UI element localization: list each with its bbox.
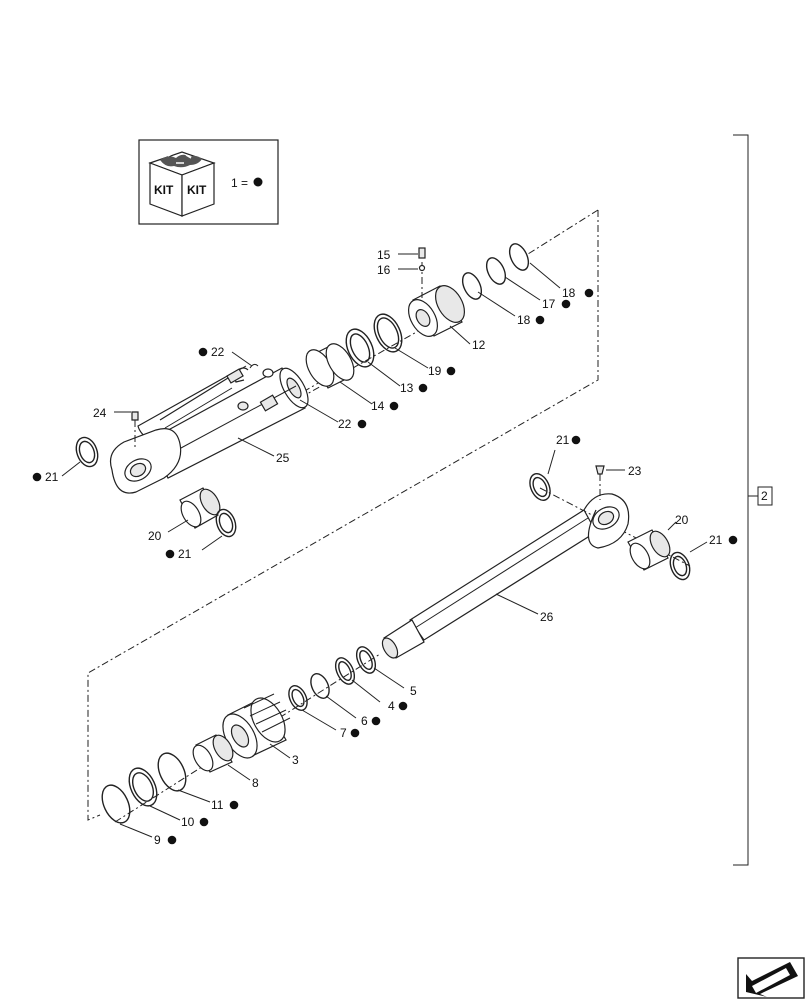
seal-ring-part-21-right [669, 551, 691, 581]
kit-dot-21-lower [165, 549, 175, 559]
kit-dots [32, 288, 738, 845]
seal-ring-part-21-left [75, 436, 99, 468]
callout-23: 23 [628, 464, 642, 478]
kit-legend-equation: 1 = [231, 176, 248, 190]
callout-26: 26 [540, 610, 554, 624]
kit-dot-4 [398, 701, 408, 711]
callout-8: 8 [252, 776, 259, 790]
callout-18-lower: 18 [517, 313, 531, 327]
callout-6: 6 [361, 714, 368, 728]
kit-dot-17 [561, 299, 571, 309]
callout-15: 15 [377, 248, 391, 262]
callout-25: 25 [276, 451, 290, 465]
callout-4: 4 [388, 699, 395, 713]
kit-dot-6 [371, 716, 381, 726]
kit-dot-10 [199, 817, 209, 827]
kit-box-icon: KIT KIT [148, 151, 216, 217]
kit-dot-13 [418, 383, 428, 393]
callout-17: 17 [542, 297, 556, 311]
assembly-bracket: 2 [733, 134, 773, 866]
seal-ring-part-19 [373, 313, 403, 353]
kit-dot-21-rod [571, 435, 581, 445]
callout-21-rod: 21 [556, 433, 570, 447]
kit-dot-19 [446, 366, 456, 376]
callout-14: 14 [371, 399, 385, 413]
kit-dot-18-lower [535, 315, 545, 325]
callout-20-right: 20 [675, 513, 689, 527]
callout-9: 9 [154, 833, 161, 847]
callout-24: 24 [93, 406, 107, 420]
seal-ring-part-7 [288, 685, 308, 711]
kit-text-left: KIT [154, 183, 174, 197]
plug-part-22 [249, 363, 259, 369]
bushing-part-8 [192, 734, 234, 773]
seal-ring-part-10 [128, 767, 158, 807]
grease-nipple-part-23 [595, 465, 605, 475]
seal-ring-part-18-lower [461, 272, 483, 300]
seal-ring-part-9 [101, 784, 131, 824]
kit-dot-7 [350, 728, 360, 738]
callout-18-upper: 18 [562, 286, 576, 300]
callout-5: 5 [410, 684, 417, 698]
ball-part-16 [418, 264, 426, 272]
callout-21-left: 21 [45, 470, 59, 484]
next-page-arrow-button[interactable] [737, 957, 805, 999]
seal-ring-part-13 [345, 328, 375, 368]
arrow-icon [746, 962, 798, 997]
seal-ring-part-21-rod [529, 473, 551, 501]
seal-ring-part-11 [157, 752, 187, 792]
callout-22-upper: 22 [211, 345, 225, 359]
seal-ring-part-6 [310, 673, 330, 699]
kit-dot-21-right [728, 535, 738, 545]
assembly-bracket-label: 2 [761, 489, 768, 503]
callout-11: 11 [211, 798, 224, 812]
callout-19: 19 [428, 364, 442, 378]
piston-rod-part-26 [381, 465, 630, 659]
callout-21-lower: 21 [178, 547, 192, 561]
grease-nipple-part-24 [131, 411, 139, 450]
callout-21-right: 21 [709, 533, 723, 547]
kit-dot-14 [389, 401, 399, 411]
seal-ring-part-21-lower [215, 508, 237, 538]
callout-20-left: 20 [148, 529, 162, 543]
seal-ring-part-5 [355, 646, 377, 674]
callout-12: 12 [472, 338, 486, 352]
leader-lines [61, 253, 708, 838]
bushing-part-20-left [179, 487, 221, 529]
seal-part-14 [305, 343, 355, 389]
kit-text-right: KIT [187, 183, 207, 197]
callout-3: 3 [292, 753, 299, 767]
seal-ring-part-17 [485, 257, 507, 285]
kit-legend: KIT KIT 1 = [138, 139, 279, 225]
screw-part-15 [418, 247, 426, 259]
bushing-part-20-right [627, 529, 671, 571]
callout-7: 7 [340, 726, 347, 740]
kit-dot-icon [253, 177, 263, 187]
kit-dot-22-upper [198, 347, 208, 357]
cylinder-barrel-part [109, 365, 309, 494]
callout-16: 16 [377, 263, 391, 277]
seal-ring-part-4 [334, 657, 356, 685]
kit-dot-9 [167, 835, 177, 845]
callout-13: 13 [400, 381, 414, 395]
callout-10: 10 [181, 815, 195, 829]
callout-22-lower: 22 [338, 417, 352, 431]
kit-dot-18-upper [584, 288, 594, 298]
piston-part-12 [407, 247, 466, 337]
kit-dot-21-left [32, 472, 42, 482]
kit-dot-22-lower [357, 419, 367, 429]
kit-dot-11 [229, 800, 239, 810]
seal-ring-part-18-upper [508, 243, 530, 271]
cylinder-head-part-3 [222, 693, 291, 759]
callout-labels: 15 16 18 17 18 12 19 13 14 22 22 24 25 2… [45, 248, 723, 847]
